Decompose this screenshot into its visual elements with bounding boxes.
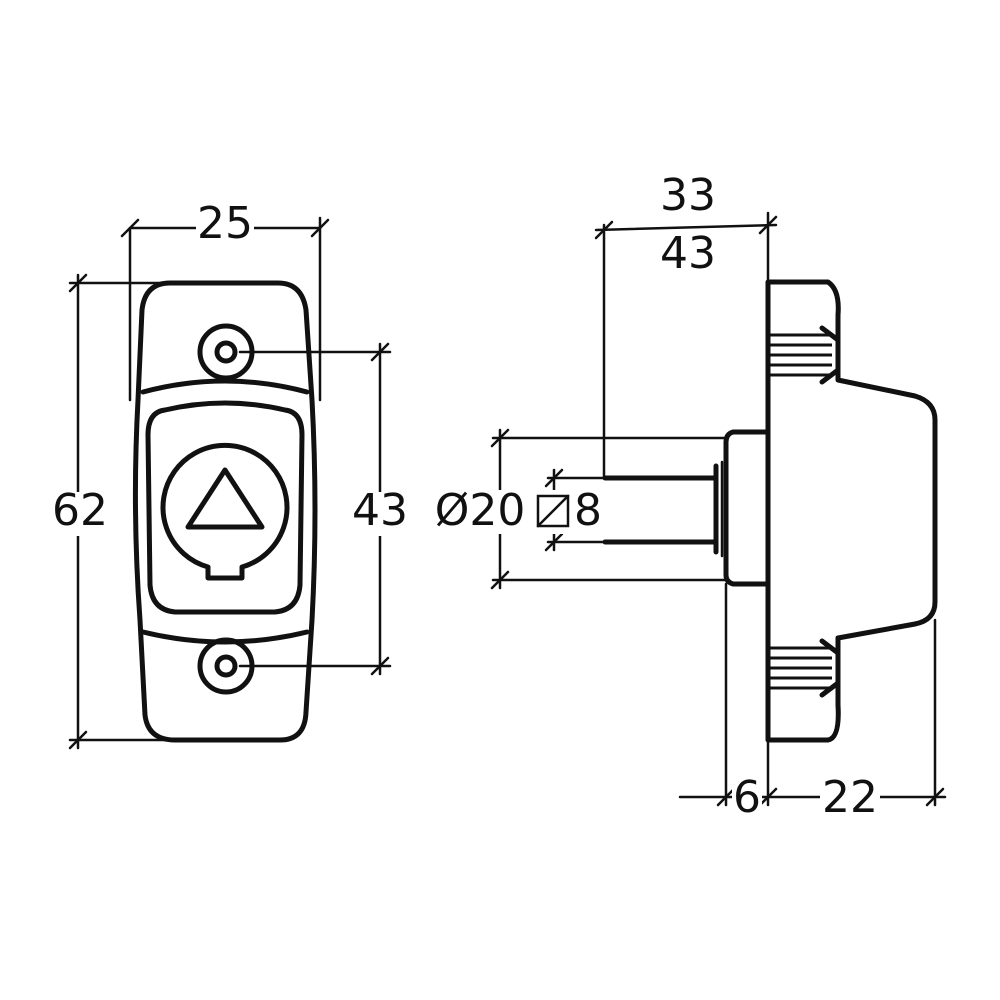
square-symbol-icon: [536, 494, 570, 528]
front-upper-band: [140, 378, 310, 395]
width-dimension-label: 25: [197, 198, 253, 249]
body-depth-dimension-label: 22: [822, 772, 878, 823]
triangle-icon: [185, 467, 265, 530]
depth-label-43: 43: [660, 228, 716, 279]
side-view: [602, 279, 938, 743]
front-view: [132, 280, 318, 743]
front-key-circle: [160, 442, 290, 581]
top-screw-hatch-icon: [770, 325, 841, 385]
side-spindle: [602, 475, 719, 545]
hole-spacing-dimension-label: 43: [352, 485, 408, 536]
side-flange: [723, 429, 771, 587]
side-body-outline: [765, 279, 938, 743]
depth-label-33: 33: [660, 170, 716, 221]
flange-dimension-label: 6: [733, 772, 761, 823]
height-dimension-label: 62: [52, 485, 108, 536]
front-body-outline: [132, 280, 318, 743]
bottom-screw-hatch-icon: [770, 638, 841, 698]
front-dimensions: [68, 216, 392, 750]
diameter-dimension-label: Ø20: [435, 485, 526, 536]
front-button-plate: [145, 400, 305, 615]
square-dimension-label: 8: [574, 485, 602, 536]
